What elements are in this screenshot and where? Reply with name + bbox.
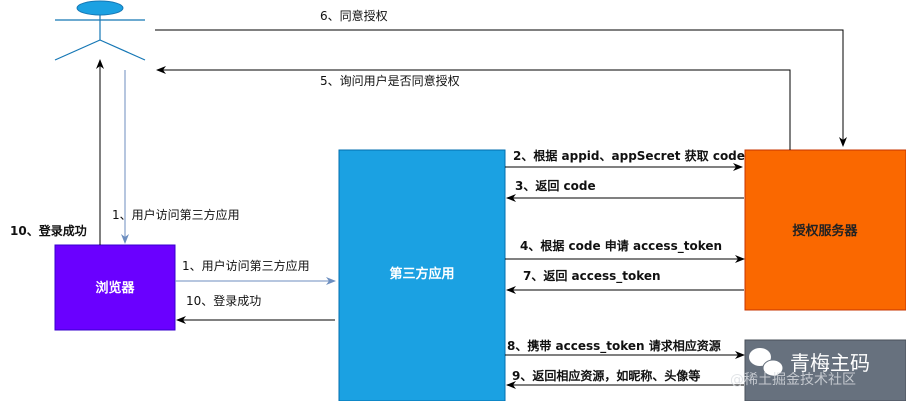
- user-actor: [54, 0, 146, 61]
- watermark: 青梅主码 @稀土掘金技术社区: [730, 339, 906, 401]
- arrow-6: [155, 29, 847, 147]
- label-4: 4、根据 code 申请 access_token: [520, 238, 722, 254]
- auth-server-node: 授权服务器: [744, 149, 906, 311]
- label-7: 7、返回 access_token: [523, 268, 661, 284]
- label-8: 8、携带 access_token 请求相应资源: [507, 338, 721, 354]
- label-3: 3、返回 code: [515, 178, 596, 193]
- third-party-label: 第三方应用: [389, 266, 454, 282]
- label-1-user: 1、用户访问第三方应用: [112, 207, 240, 222]
- label-9: 9、返回相应资源，如昵称、头像等: [512, 368, 700, 383]
- third-party-app-node: 第三方应用: [338, 149, 506, 401]
- label-2: 2、根据 appid、appSecret 获取 code: [513, 148, 745, 163]
- watermark-subtitle: @稀土掘金技术社区: [730, 372, 856, 388]
- browser-node: 浏览器: [54, 244, 176, 331]
- label-10-browser: 10、登录成功: [186, 293, 261, 308]
- watermark-title: 青梅主码: [790, 351, 870, 375]
- person-actor-icon: [76, 0, 124, 16]
- label-6: 6、同意授权: [320, 8, 388, 23]
- label-1-browser: 1、用户访问第三方应用: [182, 258, 310, 273]
- arrow-5: [156, 66, 791, 150]
- browser-label: 浏览器: [95, 280, 135, 296]
- label-5: 5、询问用户是否同意授权: [320, 73, 460, 88]
- label-10-user: 10、登录成功: [10, 223, 87, 238]
- auth-server-label: 授权服务器: [792, 223, 858, 239]
- wechat-icon: [749, 348, 784, 377]
